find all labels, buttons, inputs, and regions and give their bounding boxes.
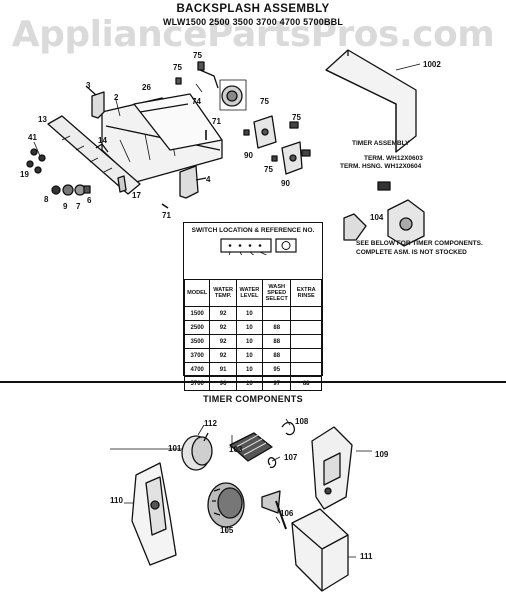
table-row: 2500 92 10 88 [183,320,322,335]
callout-19: 19 [20,170,29,179]
callout-17: 17 [132,191,141,200]
callout-106: 106 [280,509,294,518]
callout-105: 105 [220,526,234,535]
extra-rinse-cell [290,320,322,335]
water-level-cell: 10 [235,320,264,335]
model-cell: 2500 [183,320,211,335]
table-row: 3700 92 10 88 [183,348,322,363]
extra-rinse-cell: 88 [290,376,322,391]
extra-rinse-cell [290,306,322,321]
wash-speed-cell: 95 [262,362,292,377]
wash-speed-cell: 97 [262,376,292,391]
callout-109: 109 [375,450,389,459]
header-water-level: WATER LEVEL [235,279,264,307]
callout-75d: 75 [292,113,301,122]
water-level-cell: 10 [235,348,264,363]
header-model: MODEL [183,279,211,307]
callout-104: 104 [370,213,384,222]
header-water-temp: WATER TEMP. [209,279,237,307]
wash-speed-cell [262,306,292,321]
callout-1002: 1002 [423,60,441,69]
wash-speed-cell: 88 [262,320,292,335]
table-row: 5700 96 10 97 88 [183,376,322,391]
header-extra-rinse: EXTRA RINSE [290,279,322,307]
water-temp-cell: 92 [209,334,237,349]
callout-3: 3 [86,81,91,90]
callout-75e: 75 [264,165,273,174]
callout-26: 26 [142,83,151,92]
watermark: AppliancePartsPros.com [11,14,495,55]
callout-9: 9 [63,202,68,211]
timer-components-drawing [110,418,372,592]
model-list: WLW1500 2500 3500 3700 4700 5700BBL [162,17,344,27]
callout-7: 7 [76,202,81,211]
callout-75b: 75 [193,51,202,60]
callout-4: 4 [206,175,211,184]
see-below-note: SEE BELOW FOR TIMER COMPONENTS. [356,240,483,247]
callout-8: 8 [44,195,49,204]
extra-rinse-cell [290,348,322,363]
model-cell: 5700 [183,376,211,391]
wash-speed-cell: 88 [262,334,292,349]
water-temp-cell: 92 [209,348,237,363]
callout-103: 103 [229,445,243,454]
callout-110: 110 [110,496,123,505]
backsplash-drawing [26,49,425,247]
water-level-cell: 10 [235,376,264,391]
callout-90a: 90 [244,151,253,160]
switch-table-title: SWITCH LOCATION & REFERENCE NO. [191,227,315,234]
callout-90b: 90 [281,179,290,188]
diagram-title: BACKSPLASH ASSEMBLY [176,3,330,15]
callout-14: 14 [98,136,107,145]
model-cell: 4700 [183,362,211,377]
switch-table: MODEL WATER TEMP. WATER LEVEL WASH SPEED… [183,279,322,391]
callout-101: 101 [168,444,182,453]
callout-13: 13 [38,115,47,124]
extra-rinse-cell [290,362,322,377]
table-row: 1500 92 10 [183,306,322,321]
model-cell: 3700 [183,348,211,363]
water-temp-cell: 92 [209,306,237,321]
extra-rinse-cell [290,334,322,349]
water-temp-cell: 92 [209,320,237,335]
callout-108: 108 [295,417,309,426]
callout-74: 74 [192,97,201,106]
model-cell: 1500 [183,306,211,321]
water-temp-cell: 91 [209,362,237,377]
term-part-note: TERM. WH12X0603 [364,155,423,162]
section-divider [0,381,506,383]
table-row: 4700 91 10 95 [183,362,322,377]
header-wash-speed: WASH SPEED SELECT [262,279,292,307]
timer-components-title: TIMER COMPONENTS [203,394,303,404]
table-row: 3500 92 10 88 [183,334,322,349]
water-level-cell: 10 [235,306,264,321]
water-level-cell: 10 [235,334,264,349]
callout-107: 107 [284,453,298,462]
not-stocked-note: COMPLETE ASM. IS NOT STOCKED [356,249,467,256]
water-level-cell: 10 [235,362,264,377]
switch-panel-icon [220,238,297,255]
callout-41: 41 [28,133,37,142]
callout-71b: 71 [162,211,171,220]
switch-reference-table: SWITCH LOCATION & REFERENCE NO. MODEL WA… [183,222,323,391]
callout-2: 2 [114,93,119,102]
callout-112: 112 [204,419,217,428]
callout-111: 111 [360,552,373,561]
wash-speed-cell: 88 [262,348,292,363]
timer-assembly-heading: TIMER ASSEMBLY [352,140,410,147]
water-temp-cell: 96 [209,376,237,391]
callout-75a: 75 [173,63,182,72]
callout-75c: 75 [260,97,269,106]
callout-6: 6 [87,196,92,205]
table-header-row: MODEL WATER TEMP. WATER LEVEL WASH SPEED… [183,279,322,307]
term-housing-note: TERM. HSNG. WH12X0604 [340,163,422,170]
callout-71a: 71 [212,117,221,126]
model-cell: 3500 [183,334,211,349]
